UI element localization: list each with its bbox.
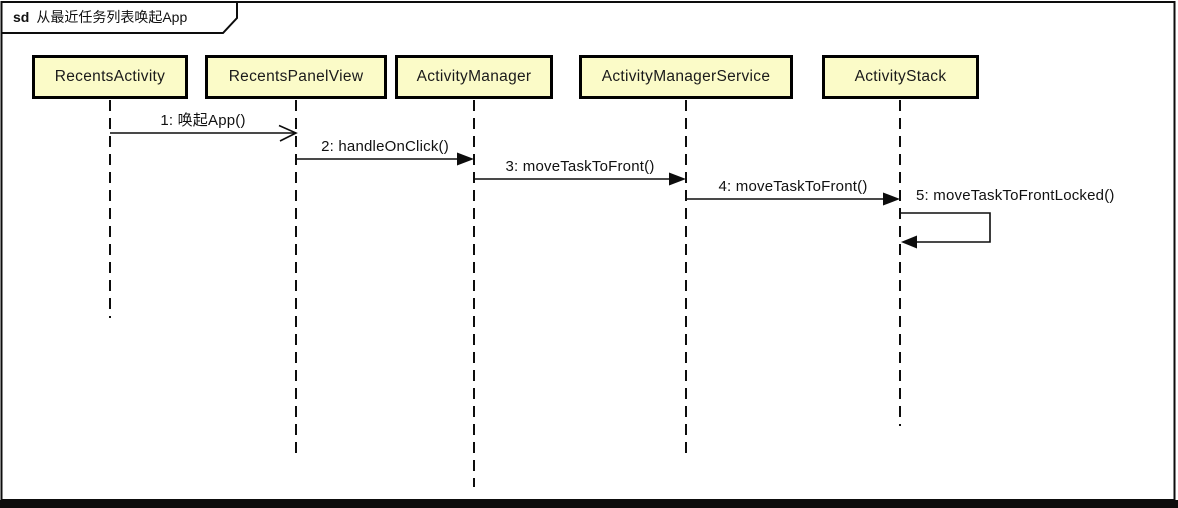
participant-label: ActivityManager bbox=[416, 68, 532, 85]
frame-keyword: sd bbox=[13, 9, 30, 25]
message-4-label: 4: moveTaskToFront() bbox=[718, 178, 868, 195]
message-5-self-path bbox=[900, 212, 991, 243]
frame-label-tab bbox=[0, 1, 238, 34]
frame-bottom-bar bbox=[0, 500, 1178, 508]
message-2-arrowhead-filled bbox=[457, 152, 474, 166]
message-1-arrowhead-open bbox=[278, 124, 298, 142]
participant-RecentsPanelView: RecentsPanelView bbox=[205, 55, 387, 99]
message-4-arrowhead-filled bbox=[883, 192, 900, 206]
participant-label: ActivityManagerService bbox=[601, 68, 771, 85]
message-5-arrowhead-filled bbox=[901, 235, 917, 249]
participant-label: ActivityStack bbox=[854, 68, 947, 85]
participant-ActivityManager: ActivityManager bbox=[395, 55, 553, 99]
frame-title: sd 从最近任务列表唤起App bbox=[13, 7, 187, 27]
message-2-label: 2: handleOnClick() bbox=[321, 138, 449, 155]
frame-title-text: 从最近任务列表唤起App bbox=[36, 9, 188, 25]
message-1-label: 1: 唤起App() bbox=[160, 112, 246, 129]
participant-label: RecentsPanelView bbox=[228, 68, 364, 85]
participant-ActivityStack: ActivityStack bbox=[822, 55, 979, 99]
participant-RecentsActivity: RecentsActivity bbox=[32, 55, 188, 99]
message-5-label: 5: moveTaskToFrontLocked() bbox=[916, 187, 1115, 204]
participant-ActivityManagerService: ActivityManagerService bbox=[579, 55, 793, 99]
message-3-label: 3: moveTaskToFront() bbox=[505, 158, 655, 175]
message-3-arrowhead-filled bbox=[669, 172, 686, 186]
participant-label: RecentsActivity bbox=[54, 68, 166, 85]
